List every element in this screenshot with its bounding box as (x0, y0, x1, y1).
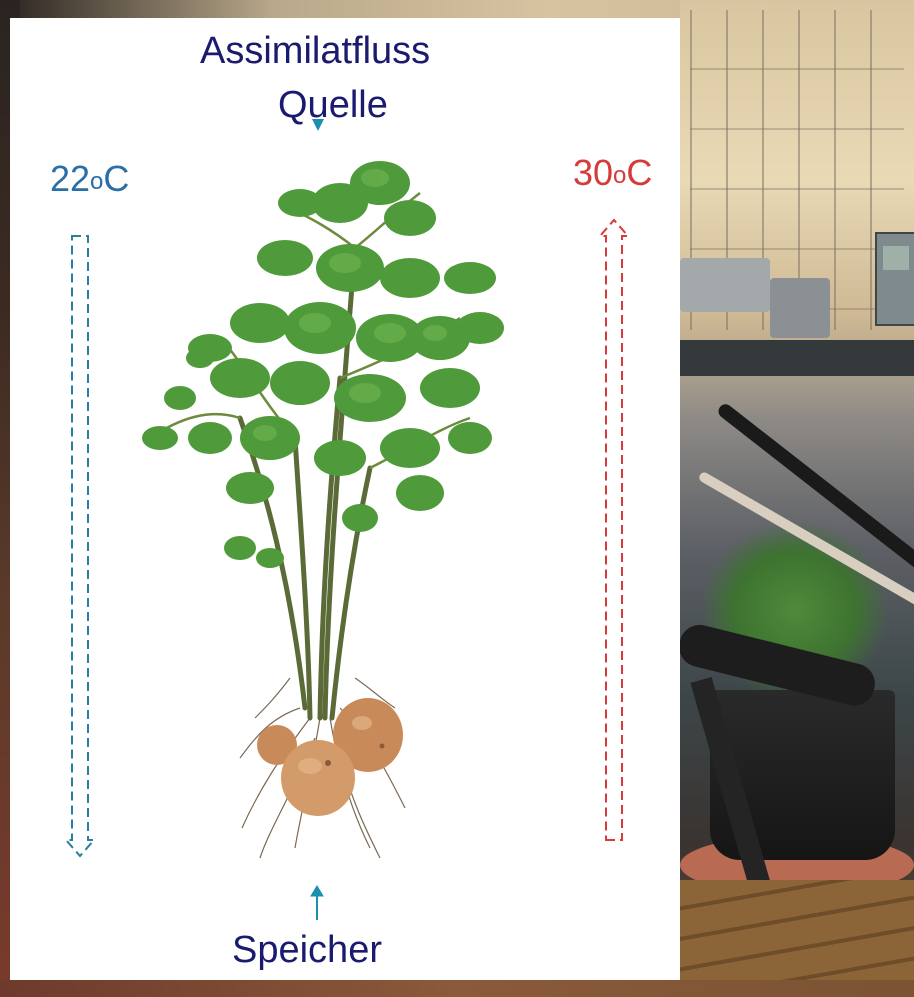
source-label: Quelle (278, 86, 388, 124)
warm-flow-arrow (600, 220, 628, 840)
warm-temperature-label: 30oC (573, 155, 652, 191)
cool-temperature-value: 22 (50, 158, 90, 199)
degree-symbol: o (90, 168, 103, 195)
potato-plant-illustration (142, 161, 504, 858)
cool-temperature-label: 22oC (50, 161, 129, 197)
control-panel-screen (883, 246, 909, 270)
sink-arrow-icon (311, 886, 323, 920)
cool-flow-arrow (66, 236, 94, 856)
sensor-device (770, 278, 830, 338)
sink-label: Speicher (232, 931, 382, 969)
background-greenhouse-photo (680, 0, 914, 997)
sensor-device (680, 258, 770, 312)
diagram-title: Assimilatfluss (200, 32, 430, 70)
warm-temperature-value: 30 (573, 152, 613, 193)
temperature-unit: C (626, 152, 652, 193)
control-panel (875, 232, 914, 326)
degree-symbol: o (613, 162, 626, 189)
temperature-unit: C (103, 158, 129, 199)
diagram-card: Assimilatfluss Quelle 22oC 30oC Speicher (10, 18, 680, 980)
plant-leaves (142, 161, 504, 568)
background-photo-bottom (0, 980, 914, 997)
metal-bar (680, 340, 914, 376)
